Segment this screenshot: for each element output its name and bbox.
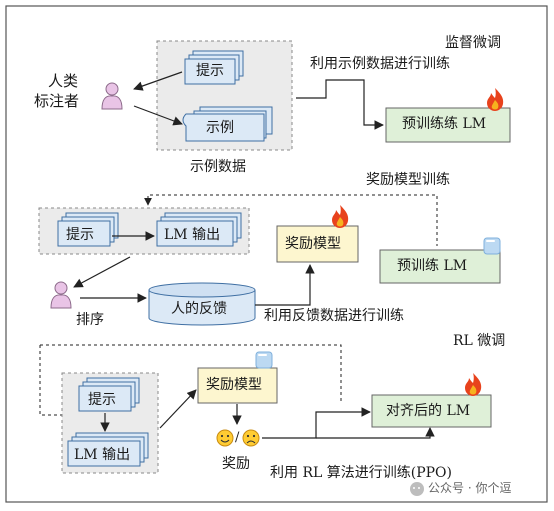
arrow-prompt-to-annotator (133, 71, 183, 91)
prompt-label: 提示 (196, 63, 224, 79)
prompt-label: 提示 (88, 392, 116, 408)
feedback-label: 人的反馈 (171, 301, 227, 317)
prompt-label: 提示 (66, 227, 94, 243)
arrow-sft (296, 79, 384, 130)
arrow-rl-upper (310, 407, 371, 439)
reward-model-label: 奖励模型 (206, 377, 262, 393)
reward-model-label: 奖励模型 (285, 236, 341, 252)
wechat-icon (410, 482, 424, 496)
pretrained-lm-label: 预训练 LM (397, 258, 468, 274)
output-doc-stack (156, 212, 242, 247)
ice-cube-icon (255, 351, 273, 369)
fire-icon (487, 88, 504, 111)
dashed-pretrained-to-output (144, 194, 438, 246)
ice-cube-icon (483, 237, 501, 255)
sad-emoji-icon (242, 429, 260, 447)
annotator-label-line1: 人类 (48, 72, 79, 90)
sft-arrow-label: 利用示例数据进行训练 (310, 56, 450, 72)
lm-output-label: LM 输出 (164, 227, 221, 243)
arrow-output-to-human (73, 256, 131, 288)
prompt-doc-stack (184, 50, 244, 85)
arrow-feedback-to-rm (255, 264, 315, 306)
outer-frame (5, 5, 548, 503)
aligned-lm-label: 对齐后的 LM (386, 403, 471, 419)
arrow-annotator-to-example (133, 105, 183, 126)
emoji-separator: / (235, 430, 240, 445)
example-doc-stack (182, 106, 273, 142)
example-label: 示例 (206, 120, 234, 136)
prompt-doc-stack (78, 377, 140, 412)
person-icon (101, 82, 123, 110)
section-title-sft: 监督微调 (445, 35, 501, 51)
reward-model-box (197, 367, 278, 404)
prompt-doc-stack (57, 212, 119, 247)
smile-emoji-icon (216, 429, 234, 447)
lm-output-label: LM 输出 (74, 447, 131, 463)
watermark: 公众号 · 你个逗 (428, 481, 512, 495)
annotator-label-line2: 标注者 (34, 92, 80, 110)
person-icon (50, 281, 72, 309)
dashed-loop-top (40, 344, 342, 402)
pretrained-lm-box (379, 249, 501, 284)
rm-arrow-label: 利用反馈数据进行训练 (264, 308, 404, 324)
output-doc-stack (67, 432, 149, 467)
fire-icon (465, 373, 482, 396)
fire-icon (332, 205, 349, 228)
reward-model-box (276, 225, 359, 263)
arrow-output-to-rm (159, 389, 197, 429)
sft-model-box (385, 107, 511, 143)
example-data-caption: 示例数据 (190, 159, 246, 175)
rl-arrow-label: 利用 RL 算法进行训练(PPO) (270, 465, 452, 481)
ranking-label: 排序 (76, 312, 104, 328)
section-title-rl: RL 微调 (453, 333, 506, 349)
reward-label: 奖励 (222, 456, 250, 472)
section-title-rm: 奖励模型训练 (366, 172, 450, 188)
arrow-rl-lower (316, 427, 435, 439)
feedback-database (148, 282, 256, 326)
sft-model-label: 预训练练 LM (402, 116, 487, 132)
aligned-lm-box (371, 394, 492, 428)
